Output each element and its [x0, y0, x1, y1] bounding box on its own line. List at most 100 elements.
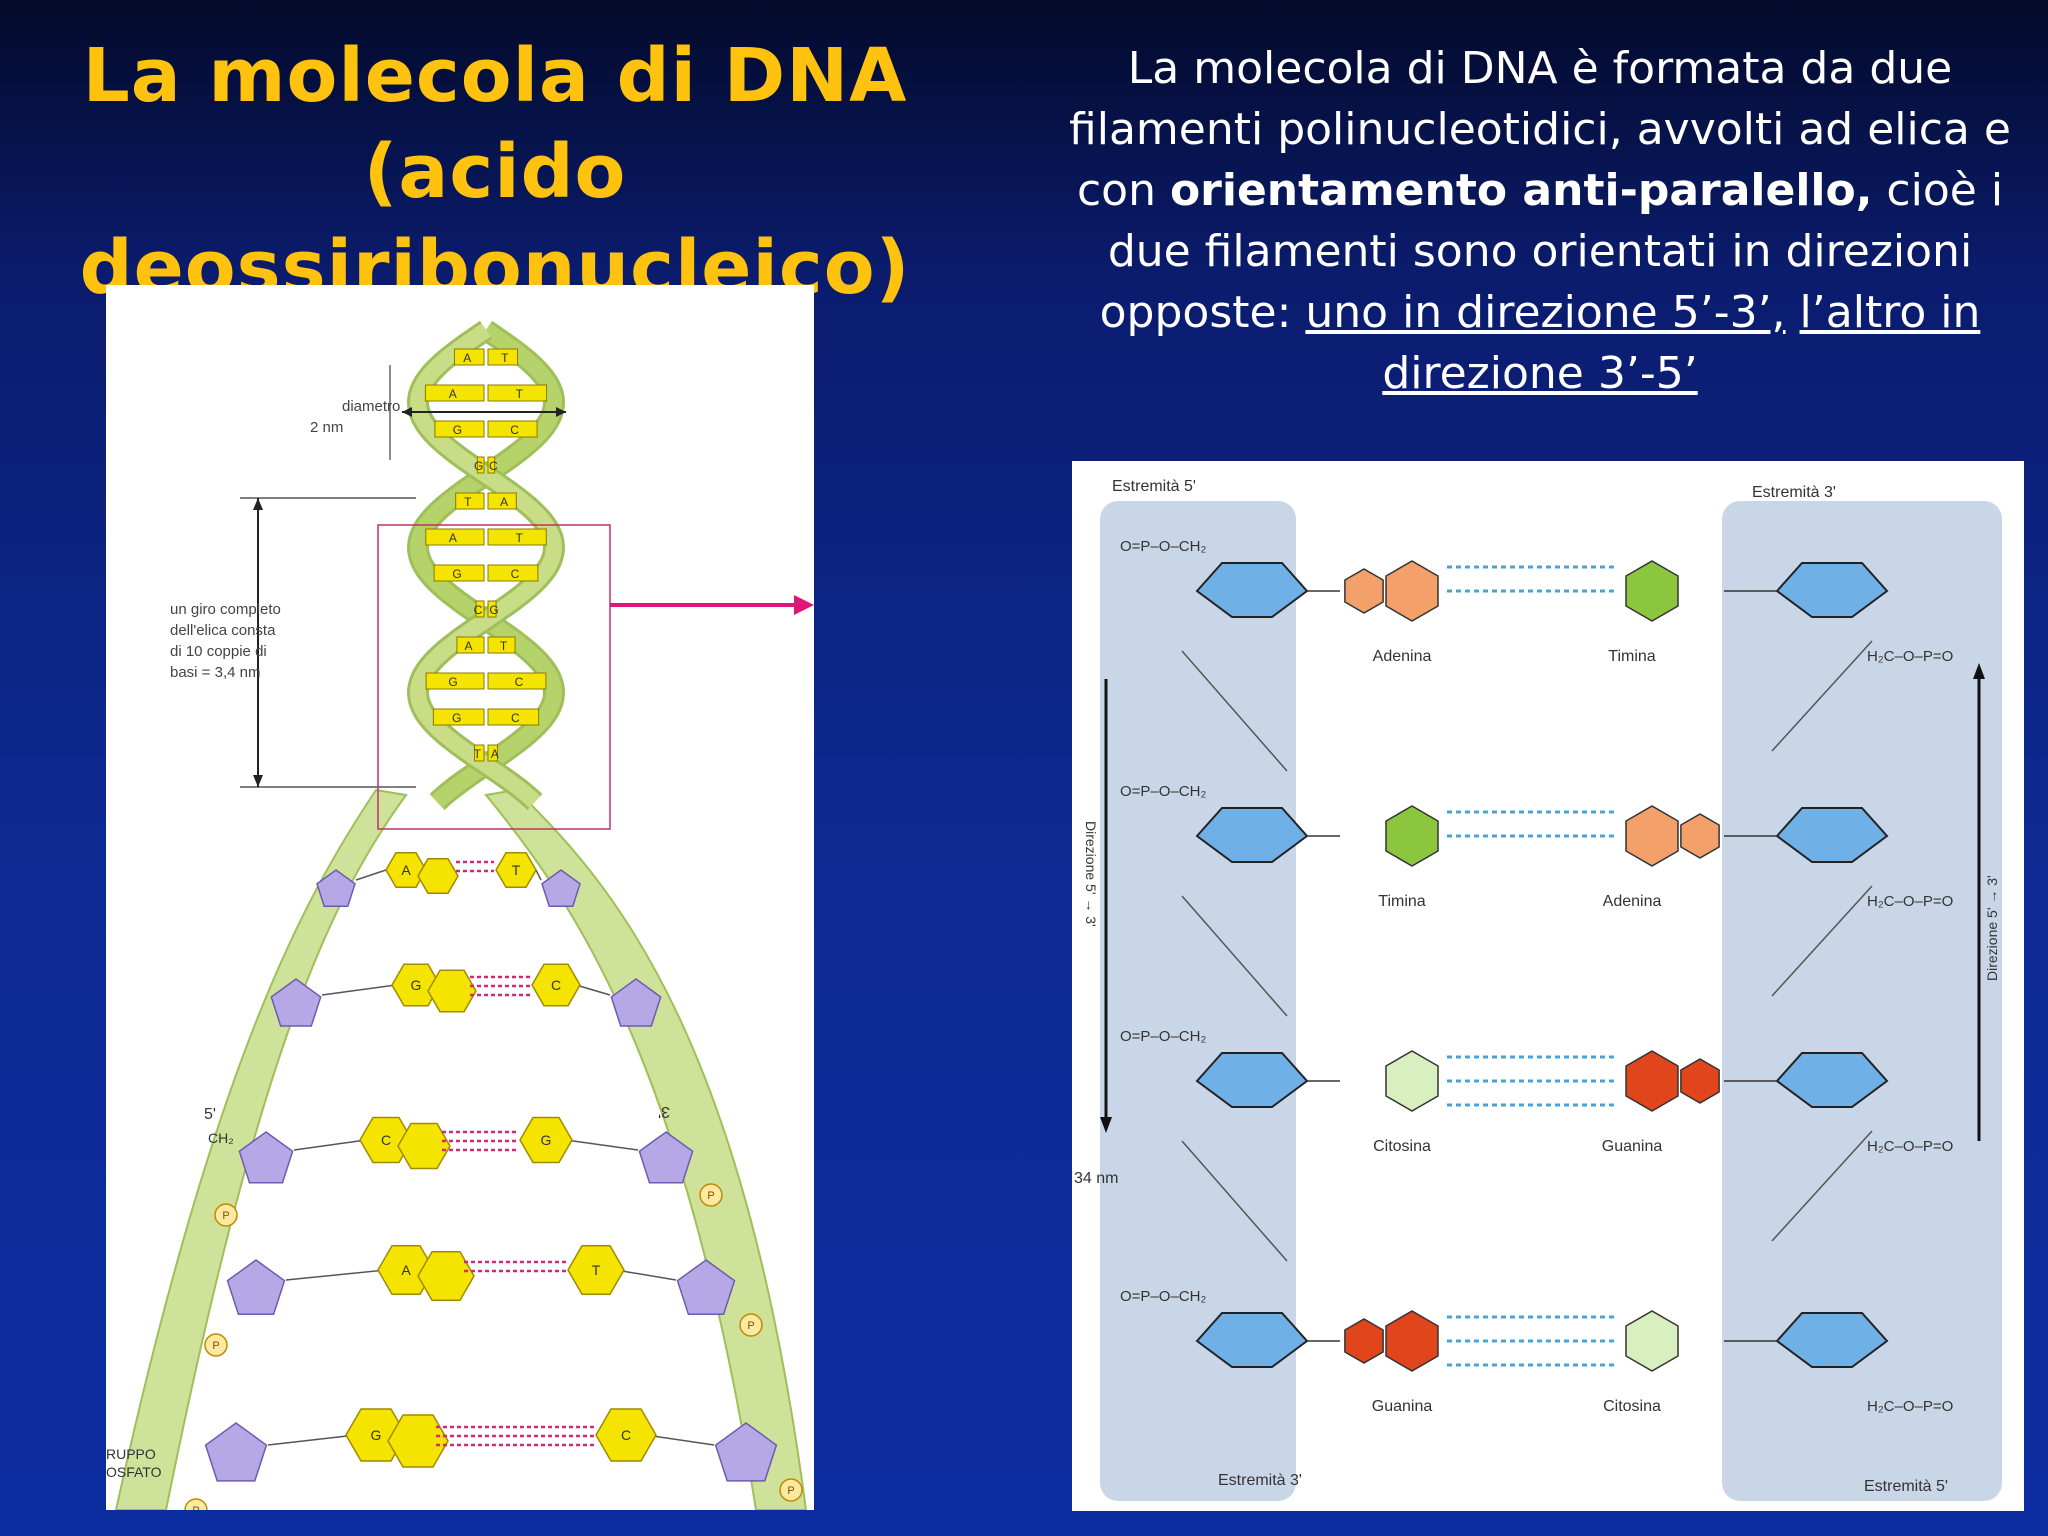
svg-text:O=P–O–CH₂: O=P–O–CH₂: [1120, 1028, 1206, 1045]
base-pairing-diagram: Estremità 5' Estremità 3' Estremità 3' E…: [1072, 461, 2024, 1511]
base-letter: A: [500, 495, 508, 509]
sugar-icon: [638, 1131, 694, 1184]
direction-left-label: Direzione 5' → 3': [1083, 821, 1099, 927]
base-icon: [387, 1414, 449, 1468]
svg-text:H₂C–O–P=O: H₂C–O–P=O: [1867, 893, 1953, 910]
base-letter: G: [452, 711, 461, 725]
phosphate-icon: [184, 1498, 208, 1510]
left-backbone-band: [1100, 501, 1296, 1501]
deoxyribose-icon: [1775, 1312, 1889, 1368]
left-base-name: Guanina: [1372, 1398, 1433, 1415]
base-letter: G: [474, 459, 483, 473]
strand-right-backbone: [484, 788, 808, 1510]
base-letter: A: [449, 531, 457, 545]
pairing-row: O=P–O–CH₂ H₂C–O–P=O Guanina Citosina: [1120, 1288, 1953, 1415]
base-letter: C: [551, 977, 561, 993]
base-pairing-svg: Estremità 5' Estremità 3' Estremità 3' E…: [1074, 478, 2002, 1501]
base-letter: T: [464, 495, 472, 509]
end-5-top-label: Estremità 5': [1112, 478, 1196, 495]
turn-label-1: un giro completo: [170, 601, 281, 618]
base-letter: T: [515, 531, 523, 545]
phosphate-icon: [204, 1333, 228, 1357]
description-part-1: La molecola di DNA è formata da due fila…: [1069, 43, 2011, 216]
description-underline-2: l’altro in direzione 3’-5’: [1382, 287, 1981, 399]
description-underline-1: uno in direzione 5’-3’,: [1305, 287, 1786, 338]
base-letter: A: [491, 747, 499, 761]
svg-text:H₂C–O–P=O: H₂C–O–P=O: [1867, 1398, 1953, 1415]
left-base-icon: [1385, 560, 1439, 622]
strand-left-backbone: [114, 788, 408, 1510]
base-letter: C: [489, 459, 498, 473]
base-icon: [359, 1116, 413, 1164]
sugar-icon: [541, 869, 581, 907]
base-letter: T: [500, 639, 508, 653]
left-base-icon: [1385, 1050, 1439, 1112]
left-base-name: Timina: [1378, 893, 1426, 910]
end-5-bottom-label: Estremità 5': [1864, 1478, 1948, 1495]
phosphate-icon: [699, 1183, 723, 1207]
sugar-icon: [610, 978, 662, 1027]
slide-title: La molecola di DNA (acido deossiribonucl…: [0, 28, 990, 316]
svg-text:P: P: [707, 1190, 714, 1202]
base-letter: G: [541, 1132, 552, 1148]
group-label-2: OSFATO: [106, 1464, 162, 1480]
end-5-label: 5': [204, 1106, 216, 1123]
base-letter: A: [401, 862, 411, 878]
svg-text:O=P–O–CH₂: O=P–O–CH₂: [1120, 783, 1206, 800]
right-base-name: Citosina: [1603, 1398, 1661, 1415]
svg-text:P: P: [222, 1210, 229, 1222]
right-base-icon: [1625, 560, 1679, 622]
base-icon: [417, 857, 459, 895]
svg-text:O=P–O–CH₂: O=P–O–CH₂: [1120, 1288, 1206, 1305]
base-icon: [595, 1408, 657, 1462]
right-base-icon: [1625, 1310, 1679, 1372]
base-letter: C: [511, 567, 520, 581]
svg-text:P: P: [787, 1485, 794, 1497]
base-icon: [567, 1245, 625, 1295]
base-letter: A: [464, 639, 472, 653]
base-icon: [531, 963, 581, 1007]
right-backbone-band: [1722, 501, 2002, 1501]
base-letter: T: [474, 747, 482, 761]
zoom-box: [377, 524, 611, 830]
base-icon: [377, 1245, 435, 1295]
svg-text:P: P: [747, 1320, 754, 1332]
base-letter: T: [516, 387, 524, 401]
base-letter: C: [511, 711, 520, 725]
end-3-label: 3': [658, 1103, 670, 1120]
sugar-icon: [676, 1259, 736, 1316]
base-letter: T: [592, 1262, 601, 1278]
svg-text:P: P: [192, 1505, 199, 1510]
base-icon: [427, 969, 477, 1013]
base-icon: [391, 963, 441, 1007]
base-letter: G: [453, 423, 462, 437]
base-letter: G: [489, 603, 498, 617]
svg-text:H₂C–O–P=O: H₂C–O–P=O: [1867, 648, 1953, 665]
left-base-icon: [1385, 1310, 1439, 1372]
right-base-ring-icon: [1680, 1058, 1720, 1104]
right-base-ring-icon: [1680, 813, 1720, 859]
diameter-label: diametro: [342, 398, 400, 415]
svg-text:O=P–O–CH₂: O=P–O–CH₂: [1120, 538, 1206, 555]
deoxyribose-icon: [1775, 1052, 1889, 1108]
base-icon: [495, 851, 537, 889]
